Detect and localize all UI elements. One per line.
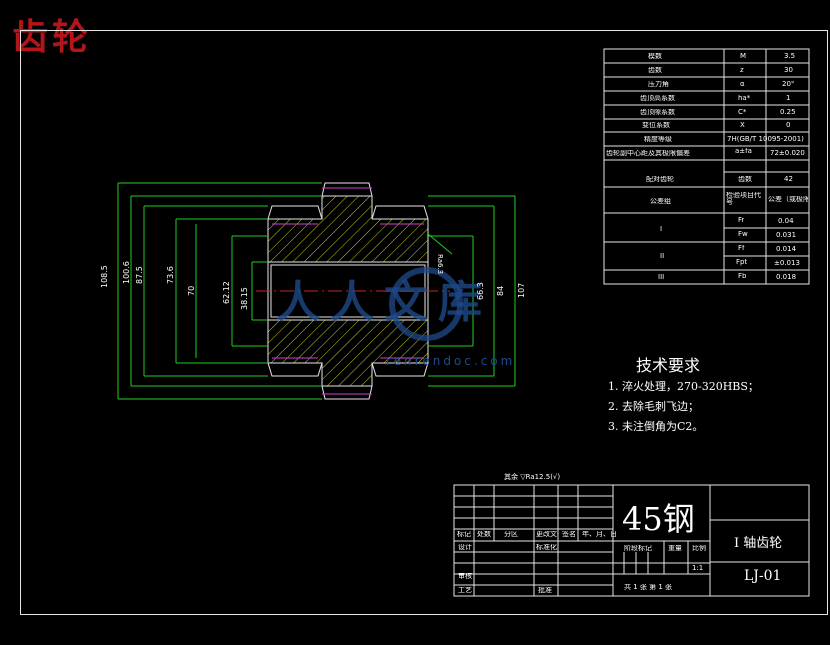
param-val: 1 (786, 95, 791, 102)
param-sym: ha* (738, 95, 751, 102)
param-val: 3.5 (784, 53, 796, 60)
watermark-logo-icon (389, 267, 463, 341)
check-group-label: III (658, 274, 665, 281)
param-name: 齿数 (648, 67, 662, 74)
param-table-grid (603, 48, 810, 285)
title-banner: 齿轮 (12, 16, 93, 58)
tb-weight: 重量 (668, 545, 682, 552)
param-name: 齿顶高系数 (640, 95, 675, 102)
check-col1: 检验项目代号 (726, 192, 761, 206)
dimension-lines-right (427, 195, 516, 387)
gear-section (267, 182, 429, 400)
tb-scale-value: 1:1 (692, 565, 704, 572)
tb-approve: 批准 (538, 587, 552, 594)
param-name: 模数 (648, 53, 662, 60)
param-val: 7H(GB/T 10095-2001) (727, 136, 804, 143)
check-sym: Fw (738, 231, 748, 238)
param-sym: z (740, 67, 744, 74)
param-val: 30 (784, 67, 793, 74)
tb-stage: 阶段标记 (624, 545, 652, 552)
watermark-url: renrendoc.com (386, 354, 516, 368)
tech-req-item: 3. 未注倒角为C2。 (608, 420, 704, 433)
dim-label-1006: 100.6 (122, 261, 131, 284)
param-sym: X (740, 122, 745, 129)
drawing-frame (20, 30, 828, 615)
param-sym: C* (738, 109, 747, 116)
check-group-label: I (660, 226, 663, 233)
check-val: 0.014 (776, 246, 797, 253)
dim-label-6212: 62.12 (222, 281, 231, 304)
param-val: 0.25 (780, 109, 796, 116)
check-group-name: 公差组 (650, 198, 671, 205)
param-sym: 齿数 (738, 176, 752, 183)
roughness-note: 其余 ▽Ra12.5(√) (504, 473, 561, 481)
param-sym: α (740, 81, 745, 88)
tb-design: 设计 (458, 544, 472, 551)
tb-review: 审核 (458, 573, 472, 580)
dimension-lines-left (117, 182, 322, 400)
title-block-grid (453, 484, 810, 597)
param-name: 精度等级 (644, 136, 672, 143)
dim-label-70: 70 (187, 285, 196, 296)
dim-label-736: 73.6 (166, 266, 175, 284)
check-sym: Ff (738, 245, 745, 252)
dim-label-663: 66.3 (476, 282, 485, 300)
param-val: 42 (784, 176, 793, 183)
check-sym: Fb (738, 273, 747, 280)
check-group-label: II (660, 253, 665, 260)
dim-label-84: 84 (496, 285, 505, 296)
param-val: 0 (786, 122, 791, 129)
tb-sheets: 共 1 张 第 1 张 (624, 584, 673, 591)
dim-label-875: 87.5 (135, 266, 144, 284)
tech-req-item: 2. 去除毛刺飞边； (608, 400, 699, 413)
param-name: 配对齿轮 (646, 176, 674, 183)
check-val: ±0.013 (774, 260, 800, 267)
dim-label-107: 107 (517, 282, 526, 298)
param-val: 72±0.020 (770, 150, 805, 157)
tech-req-item: 1. 淬火处理，270-320HBS； (608, 380, 759, 393)
material: 45钢 (622, 500, 695, 538)
chamfer-label: Ra6.3 (436, 254, 444, 275)
tb-process: 工艺 (458, 587, 472, 594)
tb-scale: 比例 (692, 545, 706, 552)
tech-req-title: 技术要求 (636, 356, 701, 375)
param-name: 变位系数 (642, 122, 670, 129)
tb-header: 标记 (457, 531, 471, 538)
watermark: 人人文库 renrendoc.com (276, 264, 576, 374)
check-val: 0.031 (776, 232, 797, 239)
tb-header: 签名 (562, 531, 576, 538)
tb-header: 更改文件号 (536, 531, 558, 538)
dim-label-1085: 108.5 (100, 265, 109, 288)
tb-header: 年、月、日 (582, 531, 617, 538)
param-name: 齿轮副中心距及其极限偏差 (606, 150, 690, 157)
param-name: 压力角 (648, 81, 669, 88)
tb-header: 处数 (477, 531, 491, 538)
param-val: 20° (782, 81, 795, 88)
watermark-text: 人人文库 (276, 277, 492, 328)
part-name: I 轴齿轮 (734, 536, 783, 551)
check-col2: 公差（或极限偏差）值 (768, 196, 808, 203)
tb-standard: 标准化 (536, 544, 557, 551)
param-name: 齿顶隙系数 (640, 109, 675, 116)
check-sym: Fr (738, 217, 745, 224)
param-sym: M (740, 53, 747, 60)
check-val: 0.018 (776, 274, 797, 281)
drawing-number: LJ-01 (744, 568, 782, 584)
dim-label-3815: 38.15 (240, 287, 249, 310)
check-sym: Fpt (736, 259, 748, 266)
check-val: 0.04 (778, 218, 794, 225)
tb-header: 分区 (504, 531, 518, 538)
param-sym: a±fa (735, 148, 752, 155)
